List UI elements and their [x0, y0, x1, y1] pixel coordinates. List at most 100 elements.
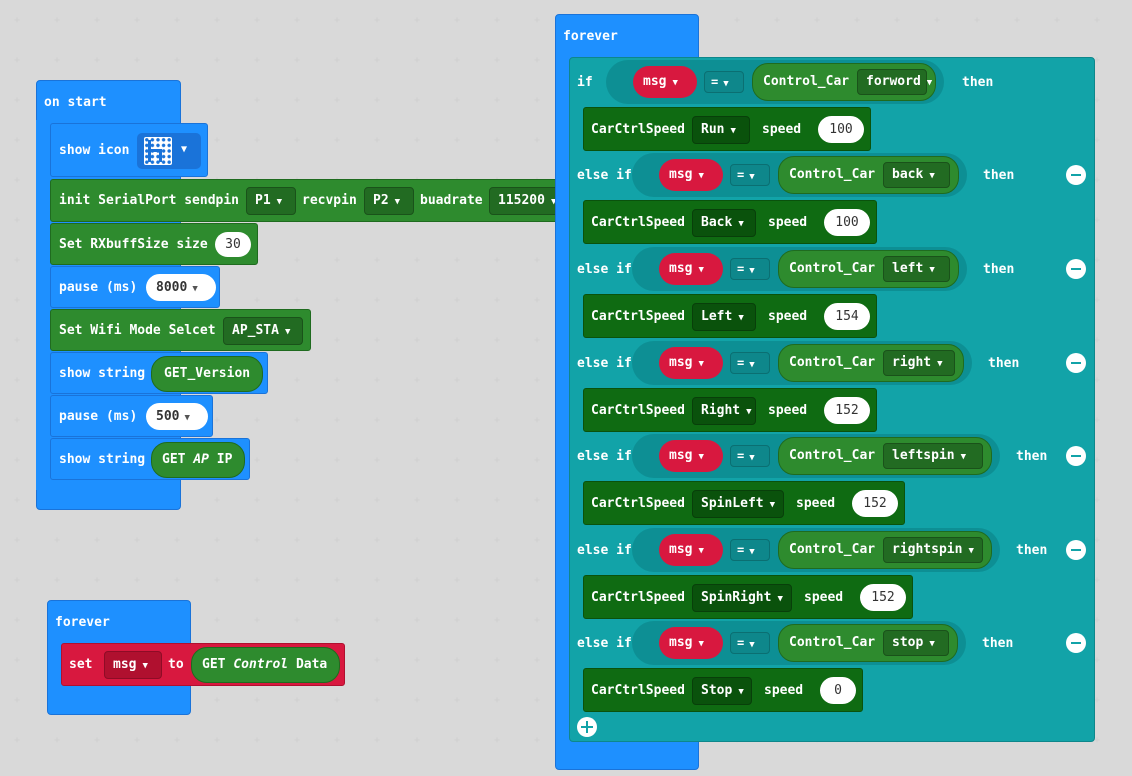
then-label: then [983, 262, 1015, 277]
motion-mode-dropdown[interactable]: Stop▼ [692, 677, 752, 705]
set-rxbuffsize-block[interactable]: Set RXbuffSize size 30 [50, 223, 258, 265]
direction-dropdown[interactable]: forword▼ [857, 69, 932, 95]
init-serialport-block[interactable]: init SerialPort sendpin P1▼ recvpin P2▼ … [50, 179, 578, 222]
carctrlspeed-label: CarCtrlSpeed [591, 590, 685, 605]
icon-picker[interactable]: ▼ [137, 133, 201, 169]
motion-mode-dropdown[interactable]: Back▼ [692, 209, 756, 237]
motion-mode-dropdown[interactable]: Run▼ [692, 116, 750, 144]
operator-value: = [737, 449, 745, 463]
direction-dropdown[interactable]: rightspin▼ [883, 537, 983, 563]
speed-input[interactable]: 154 [824, 303, 870, 330]
msg-variable-reporter[interactable]: msg▼ [659, 347, 723, 379]
variable-dropdown[interactable]: msg▼ [104, 651, 162, 679]
direction-dropdown[interactable]: stop▼ [883, 630, 949, 656]
msg-variable-reporter[interactable]: msg▼ [659, 534, 723, 566]
msg-variable-reporter[interactable]: msg▼ [659, 440, 723, 472]
rxbuffsize-input[interactable]: 30 [215, 232, 251, 257]
pause-block-1[interactable]: pause (ms) 8000▼ [50, 266, 220, 308]
show-icon-block[interactable]: show icon ▼ [50, 123, 208, 177]
speed-input[interactable]: 0 [820, 677, 856, 704]
operator-dropdown[interactable]: =▼ [730, 258, 770, 280]
speed-input[interactable]: 152 [852, 490, 898, 517]
remove-branch-icon[interactable] [1066, 353, 1086, 373]
motion-mode-value: Right [701, 403, 741, 418]
wifi-mode-dropdown[interactable]: AP_STA▼ [223, 317, 303, 345]
direction-dropdown[interactable]: back▼ [883, 162, 950, 188]
then-label: then [983, 168, 1015, 183]
get-version-reporter[interactable]: GET_Version [151, 356, 263, 392]
chevron-down-icon: ▼ [698, 546, 704, 556]
msg-variable-reporter[interactable]: msg▼ [659, 159, 723, 191]
chevron-down-icon: ▼ [550, 197, 557, 207]
speed-input[interactable]: 152 [860, 584, 906, 611]
motion-mode-dropdown[interactable]: Right ▼ [692, 397, 756, 425]
msg-variable-reporter[interactable]: msg▼ [659, 253, 723, 285]
chevron-down-icon: ▼ [749, 453, 755, 463]
remove-branch-icon[interactable] [1066, 633, 1086, 653]
remove-branch-icon[interactable] [1066, 540, 1086, 560]
recvpin-dropdown[interactable]: P2▼ [364, 187, 414, 215]
direction-dropdown[interactable]: left▼ [883, 256, 950, 282]
operator-dropdown[interactable]: =▼ [730, 352, 770, 374]
then-label: then [982, 636, 1014, 651]
pause-duration-dropdown[interactable]: 500▼ [146, 403, 208, 430]
motion-mode-value: Left [701, 309, 733, 324]
control-car-label: Control_Car [789, 448, 876, 463]
speed-label: speed [764, 683, 804, 698]
sendpin-dropdown[interactable]: P1▼ [246, 187, 296, 215]
speed-input[interactable]: 152 [824, 397, 870, 424]
wifi-mode-label: Set Wifi Mode Selcet [59, 323, 216, 338]
direction-dropdown[interactable]: right▼ [883, 350, 955, 376]
direction-value: back [892, 167, 924, 182]
pause-block-2[interactable]: pause (ms) 500▼ [50, 395, 213, 437]
pause-value: 8000 [156, 280, 188, 295]
msg-variable-reporter[interactable]: msg▼ [659, 627, 723, 659]
direction-value: forword [866, 74, 921, 89]
motion-mode-value: Run [701, 122, 725, 137]
operator-dropdown[interactable]: =▼ [704, 71, 744, 93]
get-ap-ip-reporter[interactable]: GET AP IP [151, 442, 245, 478]
motion-mode-dropdown[interactable]: SpinRight▼ [692, 584, 792, 612]
forever-label: forever [563, 29, 618, 44]
carctrlspeed-label: CarCtrlSpeed [591, 403, 685, 418]
control-car-label: Control_Car [789, 635, 876, 650]
pause-duration-dropdown[interactable]: 8000 ▼ [146, 274, 216, 301]
set-variable-block[interactable]: set msg▼ to GET Control Data [61, 643, 345, 686]
speed-input[interactable]: 100 [818, 116, 864, 143]
speed-label: speed [768, 309, 808, 324]
variable-name: msg [669, 167, 693, 182]
chevron-down-icon: ▼ [698, 639, 704, 649]
msg-variable-reporter[interactable]: msg▼ [633, 66, 697, 98]
show-string-label: show string [59, 452, 146, 467]
chevron-down-icon: ▼ [746, 407, 752, 417]
operator-dropdown[interactable]: =▼ [730, 539, 770, 561]
speed-label: speed [768, 215, 808, 230]
chevron-down-icon: ▼ [929, 265, 935, 275]
show-string-block-2[interactable]: show string GET AP IP [50, 438, 250, 480]
control-car-label: Control_Car [789, 542, 876, 557]
speed-input[interactable]: 100 [824, 209, 870, 236]
show-string-block-1[interactable]: show string GET_Version [50, 352, 268, 394]
remove-branch-icon[interactable] [1066, 165, 1086, 185]
operator-dropdown[interactable]: =▼ [730, 164, 770, 186]
set-wifi-mode-block[interactable]: Set Wifi Mode Selcet AP_STA▼ [50, 309, 311, 351]
get-control-data-reporter[interactable]: GET Control Data [191, 647, 340, 683]
chevron-down-icon: ▼ [192, 284, 198, 294]
motion-mode-dropdown[interactable]: SpinLeft▼ [692, 490, 784, 518]
chevron-down-icon: ▼ [929, 639, 935, 649]
operator-dropdown[interactable]: =▼ [730, 632, 770, 654]
add-branch-icon[interactable] [577, 717, 597, 737]
direction-dropdown[interactable]: leftspin▼ [883, 443, 983, 469]
speed-label: speed [762, 122, 802, 137]
remove-branch-icon[interactable] [1066, 446, 1086, 466]
operator-dropdown[interactable]: =▼ [730, 445, 770, 467]
motion-mode-dropdown[interactable]: Left▼ [692, 303, 756, 331]
remove-branch-icon[interactable] [1066, 259, 1086, 279]
